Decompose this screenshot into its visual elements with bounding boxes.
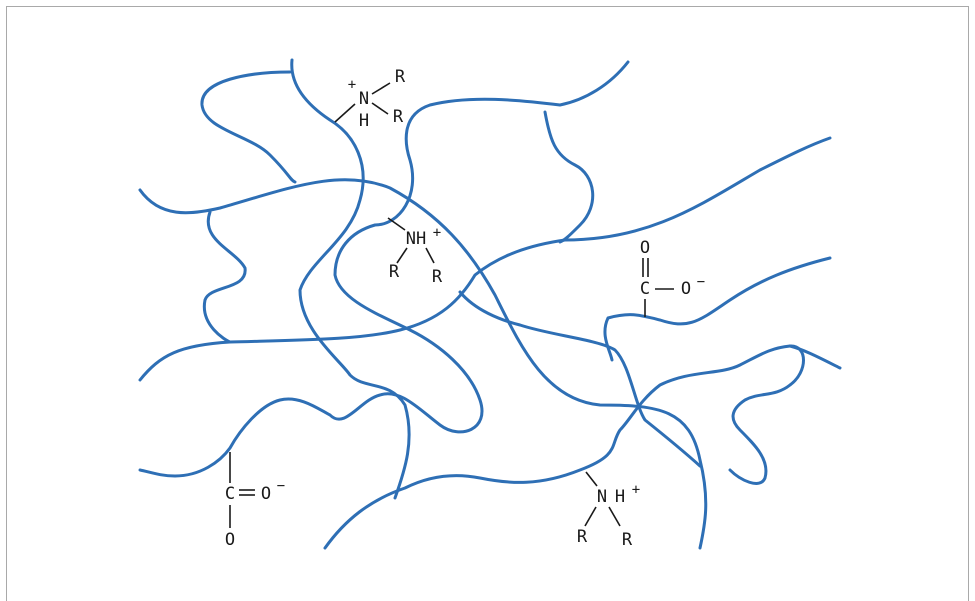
hydrogen-label: H: [615, 487, 625, 507]
bond: [334, 103, 356, 123]
polymer-chain: [138, 136, 832, 382]
polymer-chain: [323, 344, 805, 550]
hydrogen-label: H: [359, 111, 369, 131]
nitrogen-label: N: [359, 89, 369, 109]
bond: [584, 506, 597, 527]
polymer-chain: [290, 58, 411, 500]
r-group-label: R: [393, 107, 404, 127]
nh-label: NH: [406, 229, 426, 249]
polymer-chain: [202, 210, 247, 344]
r-group-label: R: [622, 530, 633, 550]
bond: [371, 82, 391, 95]
carboxylate-group-right: O C O −: [640, 238, 705, 317]
nitrogen-label: N: [597, 487, 607, 507]
negative-charge-label: −: [277, 478, 285, 494]
polymer-chain: [788, 344, 842, 370]
polymer-chains: [138, 58, 842, 550]
r-group-label: R: [389, 262, 400, 282]
carbon-label: C: [225, 484, 235, 504]
diagram-frame: [6, 6, 969, 601]
r-group-label: R: [395, 67, 406, 87]
r-group-label: R: [577, 527, 588, 547]
bond: [425, 247, 435, 264]
ammonium-group-center: NH + R R: [387, 217, 443, 287]
polymer-chain: [458, 290, 702, 468]
oxygen-label: O: [261, 484, 271, 504]
polymer-chain: [543, 110, 595, 244]
oxygen-label: O: [681, 279, 691, 299]
carbon-label: C: [640, 279, 650, 299]
bond: [371, 102, 389, 115]
bond: [387, 217, 406, 231]
polymer-chain: [138, 60, 630, 478]
polymer-chain: [138, 178, 708, 550]
positive-charge-label: +: [632, 482, 640, 498]
carboxylate-group-bottom: C O − O: [225, 452, 285, 550]
ammonium-group-bottom: N H + R R: [577, 471, 640, 550]
ammonium-group-top: + N H R R: [334, 67, 406, 131]
bond: [608, 506, 621, 527]
oxygen-label: O: [225, 530, 235, 550]
r-group-label: R: [432, 267, 443, 287]
negative-charge-label: −: [697, 274, 705, 290]
oxygen-label: O: [640, 238, 650, 258]
polymer-chain: [603, 256, 832, 362]
positive-charge-label: +: [348, 77, 356, 93]
bond: [396, 247, 408, 264]
bond: [585, 471, 598, 487]
positive-charge-label: +: [433, 225, 441, 241]
polymer-chain: [200, 70, 297, 184]
